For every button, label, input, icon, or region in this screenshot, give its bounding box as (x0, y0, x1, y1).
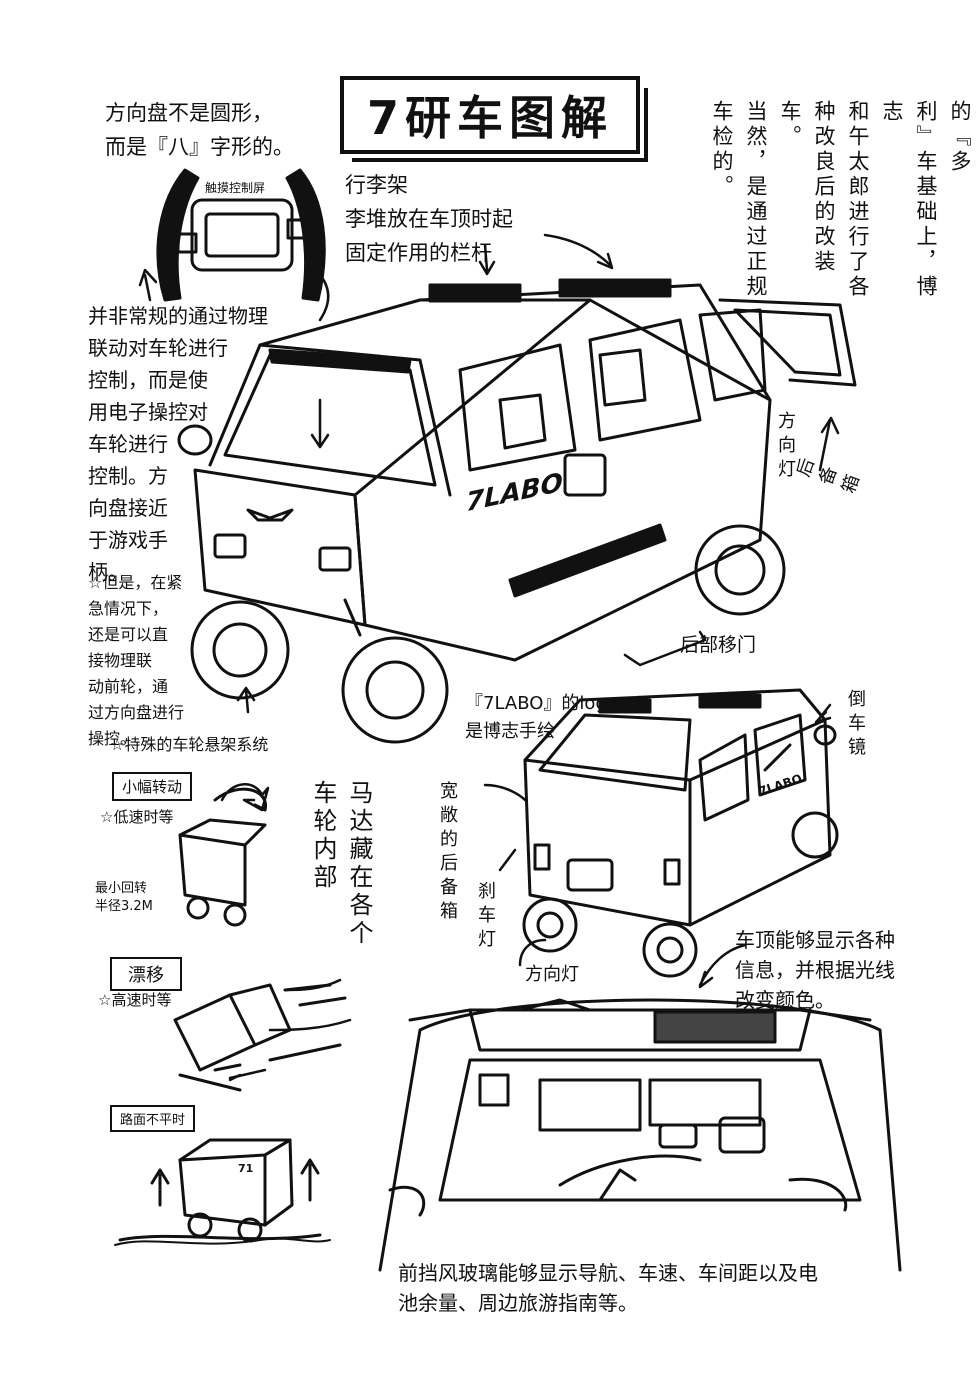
drive-by-wire-note: 并非常规的通过物理 联动对车轮进行 控制，而是使 用电子操控对 车轮进行 控制。… (88, 304, 268, 584)
rough-road-van-mark: 71 (238, 1162, 254, 1175)
drift-label: 漂移 (110, 957, 182, 991)
small-turn-condition: ☆低速时等 (100, 808, 174, 826)
steering-wheel-note: 方向盘不是圆形， 而是『八』字形的。 (105, 101, 294, 159)
vehicle-intro-vertical: 在瓦瑟福格尔公司的『多 利』车基础上，博志 和午太郎进行了各 种改良后的改装车。… (710, 100, 972, 300)
luggage-rack-note: 行李架 李堆放在车顶时起 固定作用的栏杆 (345, 173, 513, 265)
drift-van-drawing (173, 983, 347, 1092)
rear-turn-signal-label: 方向灯 (525, 964, 579, 985)
turn-signal-label-right: 方 向 灯 (778, 411, 796, 480)
suspension-note: ☆特殊的车轮悬架系统 (110, 735, 269, 754)
rough-road-label: 路面不平时 (110, 1105, 196, 1132)
drift-condition: ☆高速时等 (98, 991, 172, 1009)
spacious-trunk-label: 宽 敞 的 后 备 箱 (440, 781, 458, 922)
interior-view-drawing (378, 998, 902, 1272)
small-turn-label: 小幅转动 (112, 772, 193, 801)
small-turn-van-drawing (178, 787, 267, 927)
touch-screen-label: 触摸控制屏 (205, 181, 266, 195)
side-mirror-label: 倒 车 镜 (848, 689, 866, 758)
logo-note: 『7LABO』的logo 是博志手绘 (465, 693, 618, 742)
motor-in-wheel-note: 马达藏在各个 车轮内部 (309, 780, 373, 948)
ground-line (114, 1237, 331, 1246)
rear-van-drawing (522, 688, 839, 978)
rear-sliding-door-label: 后部移门 (680, 634, 757, 656)
emergency-note: ☆但是，在紧 急情况下， 还是可以直 接物理联 动前轮，通 过方向盘进行 操控。 (88, 573, 185, 748)
steering-wheel-drawing (156, 168, 326, 302)
rough-road-van-drawing (118, 1138, 322, 1243)
main-van-drawing (177, 278, 857, 744)
min-turn-radius: 最小回转 半径3.2M (95, 881, 153, 914)
arrows (138, 233, 840, 1082)
page-title: 7研车图解 (340, 76, 648, 162)
brake-light-label: 刹 车 灯 (478, 881, 496, 950)
windshield-hud-note: 前挡风玻璃能够显示导航、车速、车间距以及电 池余量、周边旅游指南等。 (398, 1261, 818, 1315)
page-title-text: 7研车图解 (366, 91, 613, 145)
roof-display-note: 车顶能够显示各种 信息，并根据光线 改变颜色。 (735, 928, 895, 1012)
